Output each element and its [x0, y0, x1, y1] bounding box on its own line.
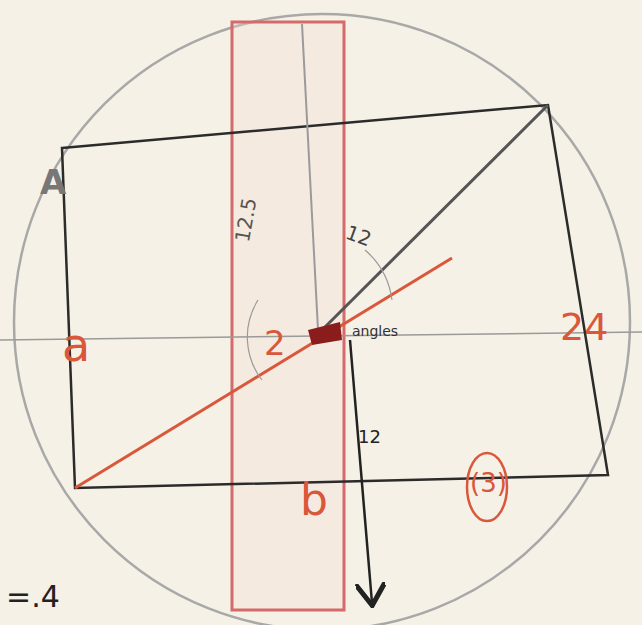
point-label: A	[40, 165, 66, 199]
note-text: =.4	[6, 582, 60, 612]
rectangle-outline	[62, 105, 608, 488]
center-label: 2	[264, 326, 286, 360]
red-diagonal	[75, 258, 452, 488]
black-diagonal	[322, 105, 548, 330]
radius-line	[302, 24, 318, 330]
side-label: b	[300, 478, 328, 522]
dimension-label: 12	[358, 428, 381, 446]
callout-number: (3)	[470, 470, 507, 496]
red-band	[232, 22, 344, 610]
note-text: angles	[352, 324, 398, 338]
dimension-label: 24	[560, 308, 608, 346]
circle-mark	[467, 453, 507, 521]
angle-arc	[365, 250, 392, 300]
side-label: a	[62, 322, 90, 368]
circle-outline	[14, 14, 630, 625]
vertical-arrow	[350, 340, 372, 603]
center-mark	[308, 322, 342, 345]
angle-arc	[247, 300, 262, 380]
dimension-label: 12	[343, 222, 374, 249]
